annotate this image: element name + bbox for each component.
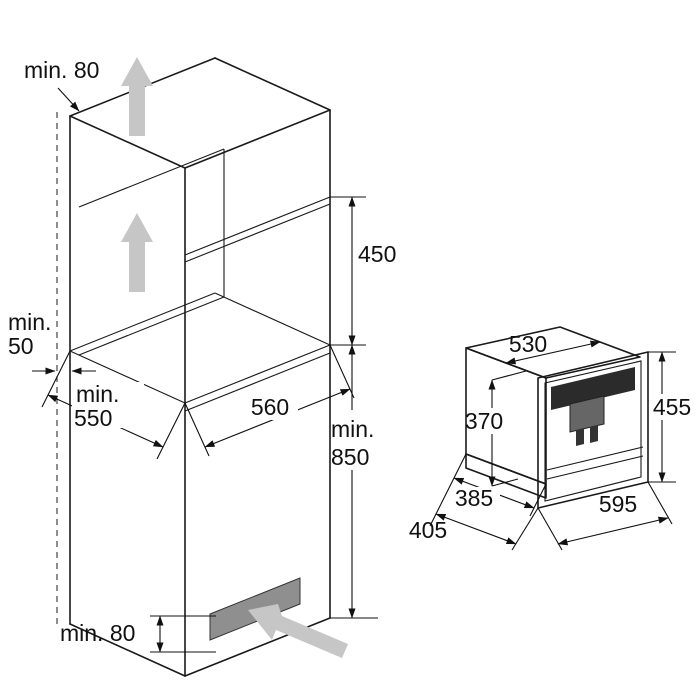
- airflow-up-arrow-middle: [121, 213, 153, 292]
- drip-tray-line-1: [546, 446, 644, 471]
- label-body-height: 370: [465, 408, 503, 434]
- label-niche-width: 560: [251, 394, 289, 420]
- label-base-height-min: min.: [331, 416, 374, 442]
- airflow-up-arrow-top: [121, 57, 153, 136]
- dim-top-vent-gap: min. 80: [24, 57, 99, 112]
- label-niche-depth-min: min.: [76, 381, 119, 407]
- label-front-height: 455: [653, 394, 691, 420]
- niche-opening: [69, 148, 331, 412]
- machine-drawing: 530 455 370 385: [409, 326, 691, 551]
- coffee-spout-left: [576, 428, 584, 446]
- display-panel: [551, 367, 635, 410]
- drip-tray-line-2: [546, 455, 644, 480]
- label-rear-gap-min: min.: [8, 309, 51, 335]
- dim-base-height: min. 850: [330, 344, 378, 619]
- dim-body-width: 530: [505, 331, 601, 365]
- label-top-vent-gap: min. 80: [24, 57, 99, 83]
- label-niche-height: 450: [358, 241, 396, 267]
- dim-niche-width: 560: [184, 344, 355, 457]
- dim-rear-gap: min. 50: [8, 309, 96, 375]
- dim-body-depth: 385: [450, 477, 547, 517]
- label-body-depth: 385: [455, 485, 493, 511]
- label-base-height-value: 850: [331, 444, 369, 470]
- dim-overall-depth: 405: [409, 453, 539, 551]
- label-niche-depth-value: 550: [74, 405, 112, 431]
- label-body-width: 530: [509, 331, 547, 357]
- dim-front-width: 595: [537, 481, 673, 551]
- dim-body-height: 370: [465, 370, 527, 487]
- coffee-spout-unit: [569, 395, 605, 433]
- dim-niche-depth: min. 550: [41, 350, 186, 460]
- label-rear-gap-value: 50: [8, 333, 34, 359]
- coffee-spout-right: [590, 425, 598, 443]
- dim-front-height: 455: [648, 351, 691, 483]
- cabinet-drawing: min. 80 450 min. 850 560: [8, 57, 396, 677]
- dim-niche-height: 450: [330, 196, 396, 346]
- cabinet-outline: [69, 57, 331, 677]
- dim-plinth-vent-gap: min. 80: [60, 615, 216, 653]
- machine-front-panel: [537, 351, 649, 509]
- label-front-width: 595: [599, 491, 637, 517]
- label-overall-depth: 405: [409, 517, 447, 543]
- airflow-intake-arrow: [248, 604, 348, 658]
- label-plinth-vent-gap: min. 80: [60, 620, 135, 646]
